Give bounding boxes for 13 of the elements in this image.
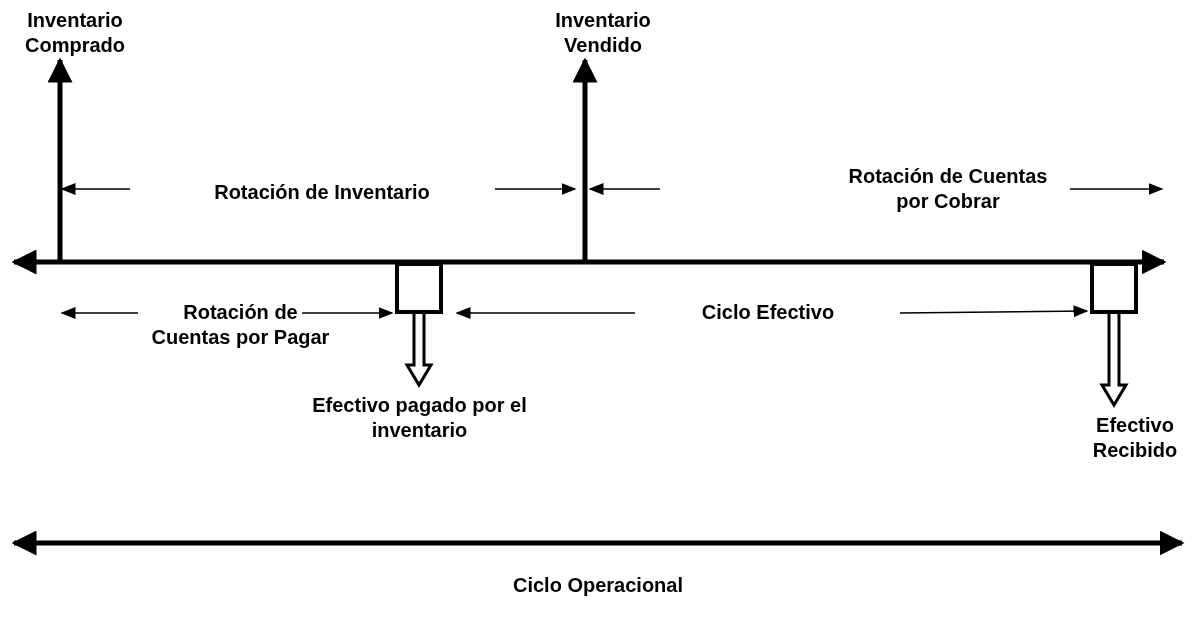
period-label: Rotación de Cuentas por Cobrar xyxy=(848,164,1048,214)
period-label: Rotación de Cuentas por Pagar xyxy=(150,300,331,350)
period-label: Rotación de Inventario xyxy=(213,180,431,205)
event-label: Efectivo Recibido xyxy=(1070,413,1196,463)
payment-box xyxy=(395,262,443,314)
event-label: Efectivo pagado por el inventario xyxy=(312,393,527,443)
arrow xyxy=(572,57,598,264)
payment-box xyxy=(1090,262,1138,314)
period-label: Ciclo Operacional xyxy=(511,573,685,598)
event-label: Inventario Vendido xyxy=(523,8,683,58)
arrow xyxy=(47,57,73,264)
period-label: Ciclo Efectivo xyxy=(700,300,836,325)
event-label: Inventario Comprado xyxy=(0,8,155,58)
